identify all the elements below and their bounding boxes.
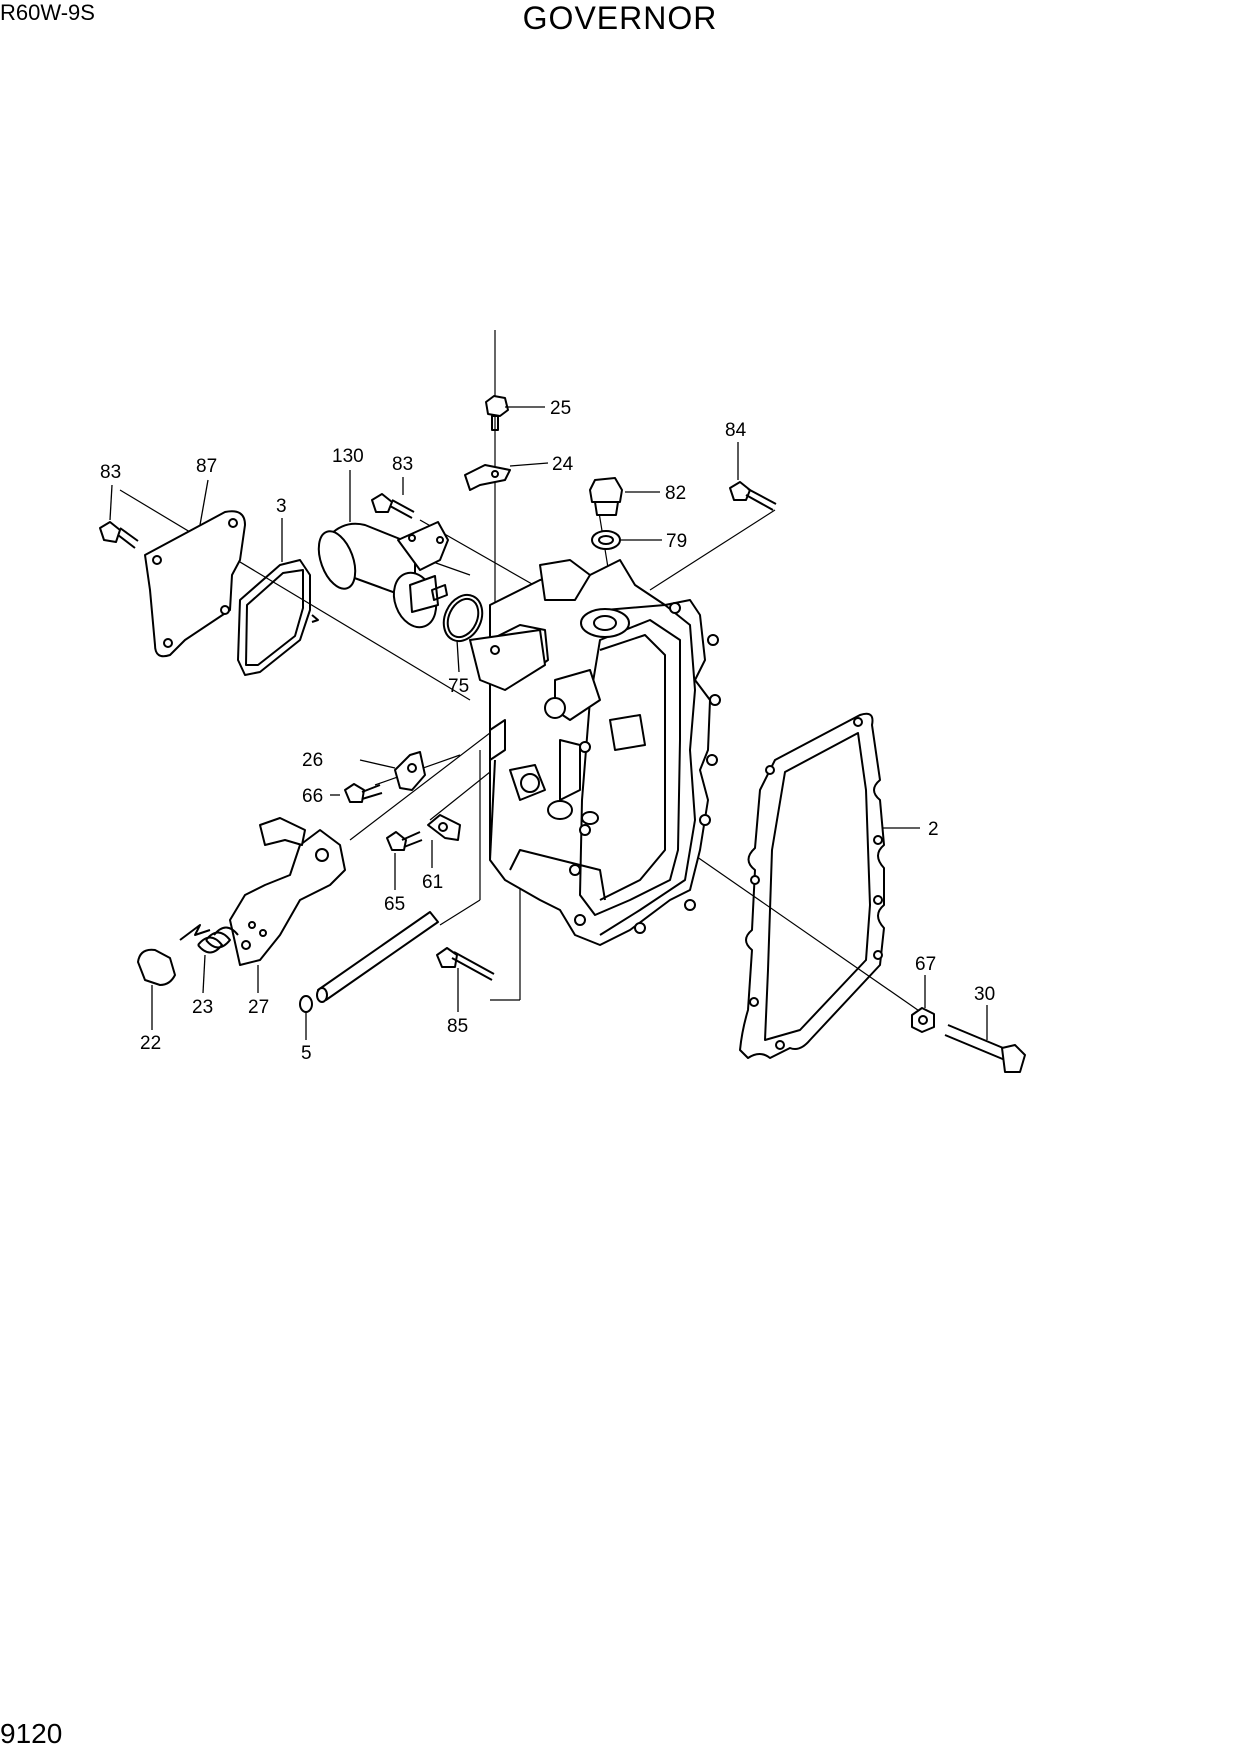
cover-plate-part-87 [144,510,246,658]
plug-part-82 [589,477,623,516]
bolt-part-30 [944,1024,1026,1073]
bolt-part-66 [344,783,383,803]
callout-65: 65 [384,894,405,915]
callout-23: 23 [192,997,213,1018]
spring-part-23 [179,924,239,954]
callout-67: 67 [915,954,936,975]
solenoid-part-130 [317,521,449,629]
clip-part-61 [427,814,461,841]
bolt-part-83-left [99,521,139,549]
leader-lines [109,406,988,1040]
callout-79: 79 [666,531,687,552]
page-title: GOVERNOR [522,0,718,36]
gasket-part-3 [237,559,319,676]
callout-2: 2 [928,819,939,840]
callout-84: 84 [725,420,747,441]
callout-27: 27 [248,997,269,1018]
nut-part-67 [911,1007,935,1033]
bolt-part-85 [436,947,495,981]
callout-85: 85 [447,1016,468,1037]
lever-part-27 [229,817,346,966]
callout-26: 26 [302,750,323,771]
pin-shaft [316,911,439,1003]
callout-130: 130 [332,446,364,467]
callout-61: 61 [422,872,443,893]
callout-30: 30 [974,984,995,1005]
callout-24: 24 [552,454,574,475]
callout-66: 66 [302,786,323,807]
callout-labels: 25 24 84 82 79 83 87 130 83 3 75 26 66 6… [100,398,995,1064]
callout-83-left: 83 [100,462,121,483]
bolt-part-65 [386,831,423,851]
ring-part-5 [299,995,313,1013]
o-ring-part-75 [442,593,484,643]
plug-part-22 [137,948,176,986]
governor-case [469,559,721,946]
bolt-part-84 [729,481,777,511]
model-code: R60W-9S [0,0,95,25]
callout-87: 87 [196,456,217,477]
page-number: 9120 [0,1718,63,1749]
plate-part-26 [394,751,426,791]
callout-83-center: 83 [392,454,413,475]
callout-5: 5 [301,1043,312,1064]
bolt-part-83-center [371,493,415,519]
callout-22: 22 [140,1033,161,1054]
gasket-part-2 [739,712,885,1059]
bracket-part-24 [464,464,511,491]
washer-part-79 [591,530,621,550]
callout-75: 75 [448,676,469,697]
callout-3: 3 [276,496,287,517]
callout-82: 82 [665,483,686,504]
bolt-part-25 [485,395,509,431]
callout-25: 25 [550,398,571,419]
